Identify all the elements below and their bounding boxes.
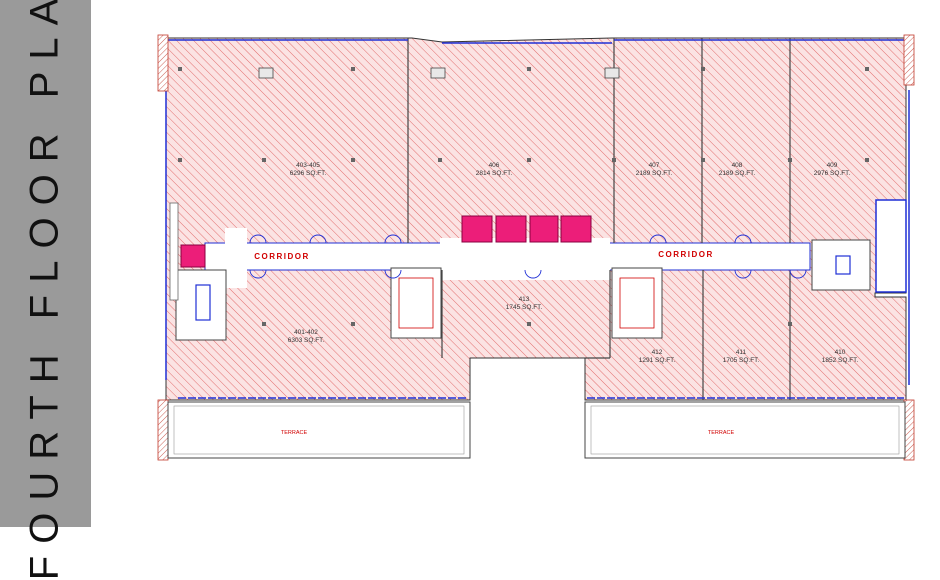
unit-401-area: 6303 SQ.FT. [288, 337, 325, 344]
terrace-labels: TERRACE TERRACE [281, 430, 735, 436]
staircase-central-right [611, 267, 663, 339]
staircases [169, 199, 907, 341]
unit-403-area: 6296 SQ.FT. [290, 170, 327, 177]
staircase-central-left [390, 267, 442, 339]
unit-408-number: 408 [732, 162, 743, 169]
unit-401-number: 401-402 [294, 329, 318, 336]
lift-car [180, 244, 206, 268]
corridor-labels: CORRIDOR CORRIDOR [254, 250, 714, 261]
unit-409-number: 409 [827, 162, 838, 169]
lift-group [180, 215, 592, 268]
unit-410-number: 410 [835, 349, 846, 356]
unit-412-area: 1291 SQ.FT. [639, 357, 676, 364]
unit-410-area: 1852 SQ.FT. [822, 357, 859, 364]
corridor [204, 228, 811, 288]
corridor-label-west: CORRIDOR [254, 252, 310, 261]
corridor-label-east: CORRIDOR [658, 250, 714, 259]
terrace-label-west: TERRACE [281, 430, 308, 436]
door-swings [249, 234, 807, 279]
unit-413-number: 413 [519, 296, 530, 303]
lift-car [560, 215, 592, 243]
terrace-label-east: TERRACE [708, 430, 735, 436]
lift-car [529, 215, 559, 243]
unit-406-number: 406 [489, 162, 500, 169]
unit-411-area: 1705 SQ.FT. [723, 357, 760, 364]
unit-411-number: 411 [736, 349, 747, 356]
unit-403-number: 403-405 [296, 162, 320, 169]
unit-407-number: 407 [649, 162, 660, 169]
unit-412-number: 412 [652, 349, 663, 356]
sidebar-panel: FOURTH FLOOR PLAN [0, 0, 91, 580]
unit-413-area: 1745 SQ.FT. [506, 304, 543, 311]
lift-car [495, 215, 527, 243]
structural-columns [178, 67, 869, 326]
unit-409-area: 2976 SQ.FT. [814, 170, 851, 177]
corner-columns [157, 34, 915, 461]
partition-walls [407, 38, 791, 400]
unit-407-area: 2189 SQ.FT. [636, 170, 673, 177]
floor-plan: 403-405 6296 SQ.FT. 406 2814 SQ.FT. 407 … [157, 34, 915, 461]
glazing [165, 39, 910, 399]
service-shafts [258, 67, 620, 79]
unit-406-area: 2814 SQ.FT. [476, 170, 513, 177]
unit-408-area: 2189 SQ.FT. [719, 170, 756, 177]
unit-labels: 403-405 6296 SQ.FT. 406 2814 SQ.FT. 407 … [288, 162, 859, 364]
terrace-areas [167, 401, 906, 459]
lift-car [461, 215, 493, 243]
